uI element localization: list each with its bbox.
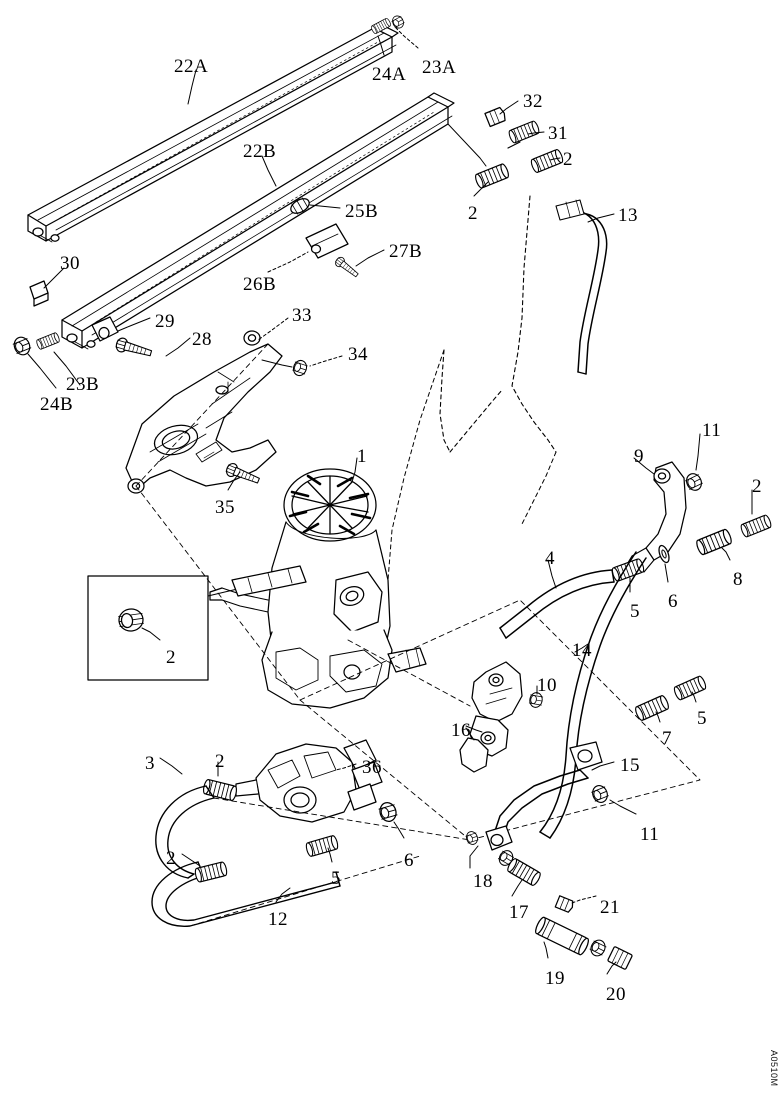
callout-5-lower: 5 <box>331 868 341 889</box>
callout-9: 9 <box>634 446 644 467</box>
callout-24A: 24A <box>372 64 407 85</box>
callout-11-lower: 11 <box>640 824 660 845</box>
callout-5-upper: 5 <box>630 601 640 622</box>
callout-31: 31 <box>548 123 568 144</box>
callout-16: 16 <box>451 720 471 741</box>
callout-2-hose3: 2 <box>215 751 225 772</box>
callout-1: 1 <box>357 446 367 467</box>
callout-22A: 22A <box>174 56 209 77</box>
callout-4: 4 <box>545 548 555 569</box>
callout-11-upper: 11 <box>702 420 722 441</box>
callout-2-hose12: 2 <box>166 848 176 869</box>
drawing-code-watermark: A0510M <box>769 1050 778 1087</box>
callout-2-inset: 2 <box>166 647 176 668</box>
callout-28: 28 <box>192 329 212 350</box>
callout-26B: 26B <box>243 274 277 295</box>
callout-2-right: 2 <box>752 476 762 497</box>
callout-34: 34 <box>348 344 368 365</box>
callout-19: 19 <box>545 968 565 989</box>
callout-14: 14 <box>572 640 592 661</box>
callout-13: 13 <box>618 205 638 226</box>
callout-22B: 22B <box>243 141 277 162</box>
callout-24B: 24B <box>40 394 74 415</box>
callout-17: 17 <box>509 902 529 923</box>
callout-20: 20 <box>606 984 626 1005</box>
callout-32: 32 <box>523 91 543 112</box>
callout-7: 7 <box>662 728 672 749</box>
callout-25B: 25B <box>345 201 379 222</box>
callout-30: 30 <box>60 253 80 274</box>
callout-2-rail: 2 <box>468 203 478 224</box>
callout-27B: 27B <box>389 241 423 262</box>
callout-23B: 23B <box>66 374 100 395</box>
callout-3: 3 <box>145 753 155 774</box>
callout-5-right: 5 <box>697 708 707 729</box>
callout-8: 8 <box>733 569 743 590</box>
callout-10: 10 <box>537 675 557 696</box>
callout-6-upper: 6 <box>668 591 678 612</box>
callout-35: 35 <box>215 497 235 518</box>
callout-18: 18 <box>473 871 493 892</box>
callout-21: 21 <box>600 897 620 918</box>
callout-6-lower: 6 <box>404 850 414 871</box>
callout-2-upper: 2 <box>563 149 573 170</box>
callout-36: 36 <box>362 757 382 778</box>
callout-12: 12 <box>268 909 288 930</box>
callout-23A: 23A <box>422 57 457 78</box>
callout-15: 15 <box>620 755 640 776</box>
callout-33: 33 <box>292 305 312 326</box>
callout-29: 29 <box>155 311 175 332</box>
